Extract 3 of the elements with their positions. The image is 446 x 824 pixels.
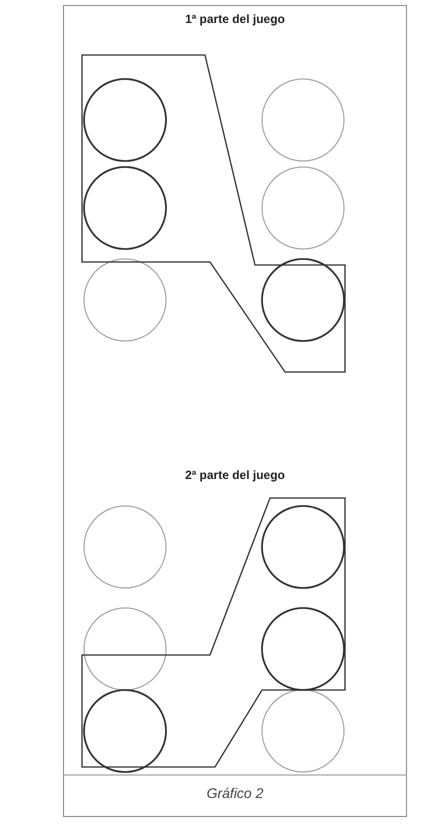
figure-caption: Gráfico 2 xyxy=(206,785,264,801)
panel-heading: 2ª parte del juego xyxy=(184,468,286,482)
panel-heading: 1ª parte del juego xyxy=(184,12,286,26)
